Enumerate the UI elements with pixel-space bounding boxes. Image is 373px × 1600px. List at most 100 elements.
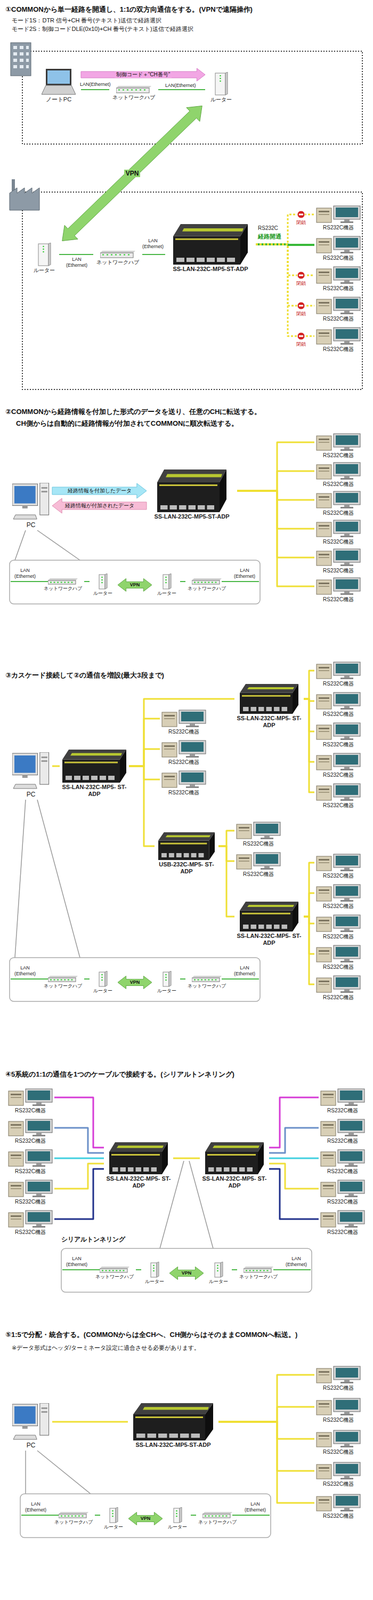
icon-part [322,1156,334,1158]
icon-part [10,1092,22,1094]
node-label: RS232C機器 [314,962,363,970]
icon-part [41,1405,48,1408]
icon-part [110,254,113,256]
cable [269,1096,319,1147]
rs232c-device: RS232C機器 [159,708,208,735]
icon-part [340,1476,354,1478]
icon-part [185,724,199,727]
vpn-label: VPN [139,1513,153,1520]
icon-part [36,1100,42,1104]
icon-part [335,1398,359,1408]
icon-part [74,1513,77,1515]
icon-part [236,853,252,869]
icon-part [22,1423,28,1427]
icon-part [200,978,203,980]
pc: PC [9,751,53,798]
icon-part [335,885,359,895]
port-label: LAN (Ethernet) [63,1254,91,1267]
closed-route-symbol [297,271,305,279]
rs232c-device: RS232C機器 [314,432,363,459]
icon-part [344,866,350,869]
icon-part [127,254,130,256]
icon-part [139,89,142,91]
icon-part [47,577,78,580]
node-label: ルーター [205,1277,232,1284]
icon-part [340,929,354,931]
icon-part [344,340,350,343]
icon-part [36,1192,42,1195]
icon-part [340,342,354,345]
icon-part [340,448,354,451]
icon-part [222,1513,224,1515]
icon-part [258,706,265,711]
icon-part [318,581,330,584]
icon-part [205,1150,258,1173]
closed-marker-label: 閉鎖 [296,310,306,317]
cable [303,698,315,792]
section-heading: ①COMMONから単一経路を開通し、1:1の双方向通信をする。(VPNで遠隔操作… [5,5,368,14]
icon-part [101,1268,104,1270]
icon-part [318,757,330,759]
router: ルーター [141,1260,168,1284]
icon-part [340,477,354,480]
icon-part [14,1404,36,1423]
icon-part [333,548,361,562]
rs232c-device: RS232C機器 [314,974,363,1000]
icon-part [255,853,279,863]
cable [94,1512,101,1514]
icon-part [157,481,220,512]
node-label: RS232C機器 [234,870,283,877]
icon-part [225,71,228,95]
icon-part [100,252,134,258]
icon-part [322,1122,334,1125]
icon-part [333,661,361,675]
icon-part [158,1431,168,1437]
icon-part [25,1087,53,1101]
icon-part [318,861,330,863]
icon-part [45,68,72,86]
icon-part [165,978,167,980]
closed-route-bar [298,335,304,337]
converter-unit: SS-LAN-232C-MP5- ST-ADP [59,748,129,797]
icon-part [344,896,350,899]
icon-part [41,85,76,95]
icon-part [250,923,257,928]
lan-cable [10,977,48,979]
icon-part [191,974,222,977]
icon-part [204,581,207,583]
icon-part [25,1117,53,1132]
rs232c-device: RS232C機器 [314,852,363,879]
icon-part [161,711,177,726]
node-label: RS232C機器 [314,993,363,1000]
router-icon [161,572,172,589]
icon-part [8,1089,24,1105]
node-label: SS-LAN-232C-MP5-ST-ADP [146,512,238,520]
icon-part [108,774,115,780]
icon-part [344,504,350,507]
icon-part [348,1131,354,1134]
icon-part [316,724,332,739]
node-label: RS232C機器 [314,801,363,808]
router: ルーター [89,572,117,596]
cable [142,253,166,255]
icon-part [27,1149,51,1160]
icon-part [202,1512,231,1516]
icon-part [164,777,175,780]
lan-cable [273,1267,311,1269]
icon-part [161,741,177,757]
converter-unit-icon [205,1140,264,1173]
icon-part [101,576,103,578]
node-label: RS232C機器 [318,1166,367,1174]
node-label: ルーター [100,1522,127,1529]
icon-part [64,1513,67,1515]
rs232c-device: RS232C機器 [318,1208,367,1235]
icon-part [344,310,350,313]
icon-part [316,268,332,283]
cable [255,244,315,275]
converter-unit: SS-LAN-232C-MP5- ST-ADP [103,1140,174,1188]
icon-part [344,475,350,478]
converter-unit-icon [239,900,299,931]
icon-part [333,853,361,867]
icon-part [318,857,330,860]
node-label: RS232C機器 [6,1106,55,1113]
